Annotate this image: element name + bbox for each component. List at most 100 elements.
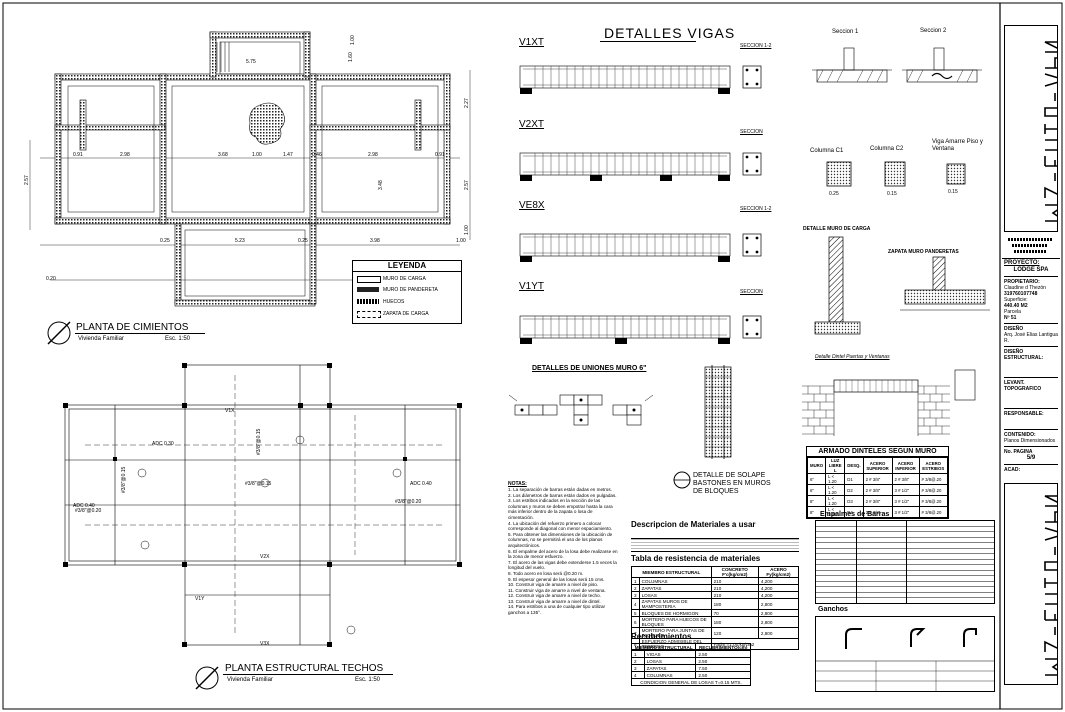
- table-cell: 1: [631, 577, 640, 585]
- dim-row-1: 0.91: [73, 152, 83, 158]
- note-item: 5. Para obtener las dimensiones de la ub…: [508, 531, 613, 548]
- legend-item-zapata: ZAPATA DE CARGA: [383, 311, 429, 317]
- svg-text:ADC 0.40: ADC 0.40: [410, 481, 432, 487]
- diseno-estructural-label: DISEÑO ESTRUCTURAL:: [1004, 349, 1044, 361]
- table-header: MURO: [806, 457, 827, 474]
- dim-bot-4: 0.25: [298, 238, 308, 244]
- table-cell: LOSAS: [643, 657, 697, 665]
- notes-block: NOTAS: 1. La separación de barras están …: [508, 481, 618, 616]
- table-cell: # 3/8@.20: [918, 484, 949, 496]
- ganchos-table: [815, 616, 995, 692]
- planta-cimientos-title: PLANTA DE CIMIENTOS: [76, 322, 189, 333]
- solape-title: DETALLE DE SOLAPE BASTONES EN MUROS DE B…: [693, 472, 771, 495]
- dintel-drawing: [802, 369, 976, 436]
- dim-top-3: 1.00: [350, 35, 356, 45]
- ganchos-title: Ganchos: [818, 606, 848, 613]
- arq-name: Arq. José Elias Lantigua R.: [1004, 332, 1058, 344]
- resistencia-table: MIEMBRO ESTRUCTURAL CONCRETO F'c(kg/cm2)…: [631, 566, 800, 650]
- contenido-label: CONTENIDO:: [1004, 432, 1036, 438]
- armado-dinteles-grid: MURO LUZ LIBRE L DESQ. ACERO SUPERIOR AC…: [806, 457, 949, 518]
- dim-top-1: 5.75: [246, 59, 256, 65]
- superficie-value: 440.40 M2: [1004, 303, 1028, 309]
- recubrimientos-note: CONDICION GENERAL DE LOSAS T=0.15 MTS.: [631, 678, 751, 686]
- proyecto-label: PROYECTO:: [1004, 260, 1040, 266]
- note-item: 12. Construir viga de amarre a nivel de …: [508, 593, 601, 599]
- legend-item-pandereta: MURO DE PANDERETA: [383, 287, 438, 293]
- planta-techos-drawing: #3/8"@0.15 #3/8"@0.20 #3/8"@0.20 #3/8"@0…: [63, 363, 462, 647]
- levant-topo-label: LEVANT. TOPOGRAFICO: [1004, 380, 1042, 392]
- detalle-muro-label: DETALLE MURO DE CARGA: [803, 226, 871, 232]
- planta-cimientos-scale: Esc. 1:50: [165, 336, 191, 342]
- recubrimientos-title: Recubrimientos: [631, 632, 692, 641]
- beam-details-drawing: [519, 65, 762, 344]
- table-cell: 2,800: [757, 627, 800, 639]
- svg-text:V1X: V1X: [225, 408, 235, 414]
- propietario-label: PROPIETARIO:: [1004, 279, 1040, 285]
- contenido-value: Planos Dimensionados: [1004, 438, 1056, 444]
- zapata-muro-label: ZAPATA MURO PANDERETAS: [888, 249, 959, 255]
- planta-cimientos-subtitle: Vivienda Familiar: [78, 336, 124, 342]
- seccion-label-2: SECCION: [740, 129, 763, 135]
- legend-title: LEYENDA: [353, 261, 461, 272]
- uniones-drawing: [508, 394, 654, 426]
- note-item: 1. La separación de barras están dadas e…: [508, 487, 612, 492]
- dim-bot-6: 1.00: [456, 238, 466, 244]
- responsable-label: RESPONSABLE:: [1004, 411, 1044, 417]
- table-cell: 2 # 3/8": [891, 473, 920, 485]
- table-header: ACERO INFERIOR: [891, 457, 920, 474]
- table-cell: COLUMNAS: [638, 577, 712, 585]
- dim-side-4: 1.00: [464, 225, 470, 235]
- beam-label-v1yt: V1YT: [519, 281, 545, 292]
- table-cell: L < 1.20: [825, 473, 846, 485]
- table-header: MIEMBRO ESTRUCTURAL: [630, 643, 697, 651]
- proyecto-value: LODGE SPA: [1013, 267, 1049, 273]
- dim-row-8: 0.91: [435, 152, 445, 158]
- dim-top-4: 2.27: [464, 98, 470, 108]
- table-cell: 3 # 1/2": [891, 484, 920, 496]
- beam-label-ve8x: VE8X: [519, 200, 545, 211]
- planta-techos-title: PLANTA ESTRUCTURAL TECHOS: [225, 663, 384, 674]
- table-header: RECUBRIMIENTO(cm): [695, 643, 751, 651]
- table-cell: 4,200: [757, 584, 800, 592]
- table-header: ACERO SUPERIOR: [862, 457, 893, 474]
- table-header: ACERO ESTRIBOS: [918, 457, 949, 474]
- sections-drawing: [812, 47, 982, 83]
- superficie-label: Superficie:: [1004, 297, 1028, 303]
- table-header: DESQ.: [844, 457, 864, 474]
- note-item: 11. Construir viga de amarre a nivel de …: [508, 587, 606, 593]
- firm-text-line: [1008, 238, 1052, 241]
- svg-text:V1Y: V1Y: [195, 596, 205, 602]
- note-item: 10. Construir viga de amarre a nivel de …: [508, 582, 599, 588]
- table-header: CONCRETO F'c(kg/cm2): [710, 566, 759, 578]
- firm-logo: [1044, 41, 1065, 222]
- planta-cimientos-drawing: 0.91 2.98 3.68 1.00 1.47 0.46 2.98 0.91 …: [24, 31, 471, 307]
- svg-text:#3/8"@0.15: #3/8"@0.15: [245, 481, 272, 487]
- legend-box: LEYENDA MURO DE CARGA MURO DE PANDERETA …: [352, 260, 462, 324]
- dim-side-1: 2.57: [24, 175, 30, 185]
- table-cell: # 3/8@.20: [918, 506, 949, 518]
- pagina-label: No. PAGINA: [1004, 449, 1033, 455]
- pagina-value: 5/9: [1026, 455, 1036, 461]
- table-cell: 2.50: [695, 657, 751, 665]
- table-cell: LOSAS: [638, 591, 712, 599]
- descripcion-title: Descripcion de Materiales a usar: [631, 520, 756, 529]
- table-cell: MORTERO PARA HUECOS DE BLOQUES: [638, 616, 712, 628]
- armado-dinteles-title: ARMADO DINTELES SEGUN MURO: [807, 447, 948, 457]
- table-cell: L < 1.20: [825, 495, 846, 507]
- svg-text:0.25: 0.25: [829, 191, 839, 197]
- section-marker-icon: [673, 471, 691, 489]
- svg-text:ADC 0.30: ADC 0.30: [152, 441, 174, 447]
- table-cell: 6": [806, 473, 827, 485]
- dim-row-2: 2.98: [120, 152, 130, 158]
- table-header: ACERO Fy(kg/cm2): [757, 566, 800, 578]
- dim-row-5: 1.47: [283, 152, 293, 158]
- dintel-label: Detalle Dintel Puertas y Ventanas: [815, 354, 890, 360]
- planta-techos-subtitle: Vivienda Familiar: [227, 677, 273, 683]
- table-cell: D1: [844, 473, 864, 485]
